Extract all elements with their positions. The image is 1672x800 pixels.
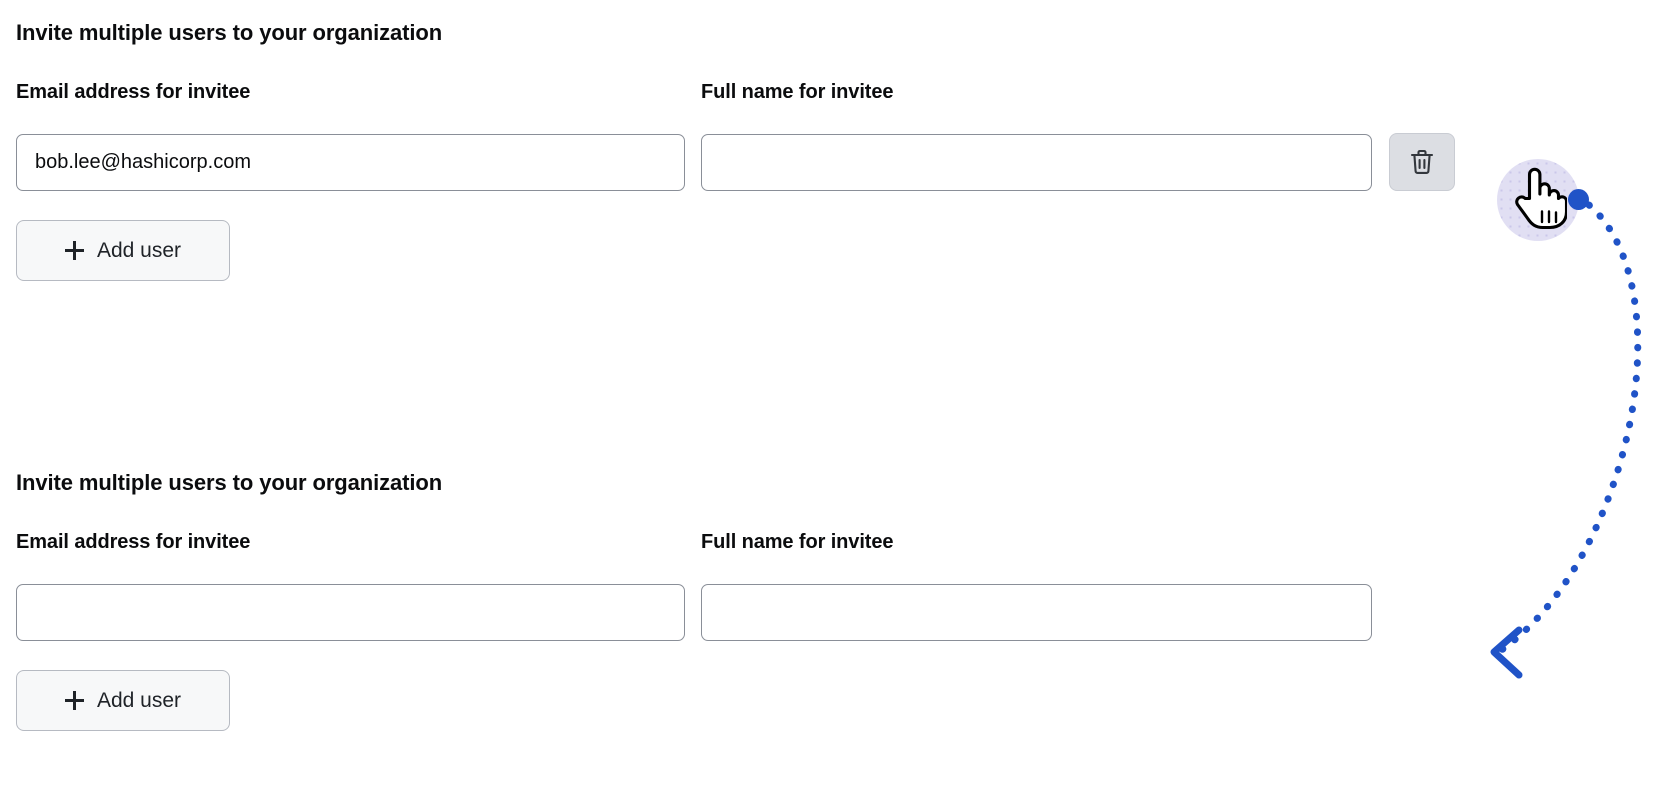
page-title: Invite multiple users to your organizati… (16, 20, 443, 45)
fullname-field-label-2: Full name for invitee (701, 531, 894, 553)
email-input[interactable] (16, 134, 685, 191)
add-user-button-label: Add user (96, 238, 182, 262)
fullname-field-label: Full name for invitee (701, 81, 894, 103)
add-user-button-2[interactable]: Add user (16, 670, 230, 731)
add-user-button-label-2: Add user (96, 688, 182, 712)
fullname-input-2[interactable] (701, 584, 1372, 641)
add-user-button[interactable]: Add user (16, 220, 230, 281)
click-halo-texture (1497, 159, 1579, 241)
trash-icon (1409, 148, 1435, 176)
email-input-2[interactable] (16, 584, 685, 641)
pointing-hand-cursor-icon (1511, 164, 1569, 235)
plus-icon (64, 241, 84, 260)
remove-invitee-button[interactable] (1389, 133, 1455, 191)
plus-icon (64, 691, 84, 710)
email-field-label-2: Email address for invitee (16, 531, 251, 553)
action-start-dot (1568, 189, 1589, 210)
click-halo (1497, 159, 1579, 241)
page-title-2: Invite multiple users to your organizati… (16, 470, 443, 495)
fullname-input[interactable] (701, 134, 1372, 191)
email-field-label: Email address for invitee (16, 81, 251, 103)
